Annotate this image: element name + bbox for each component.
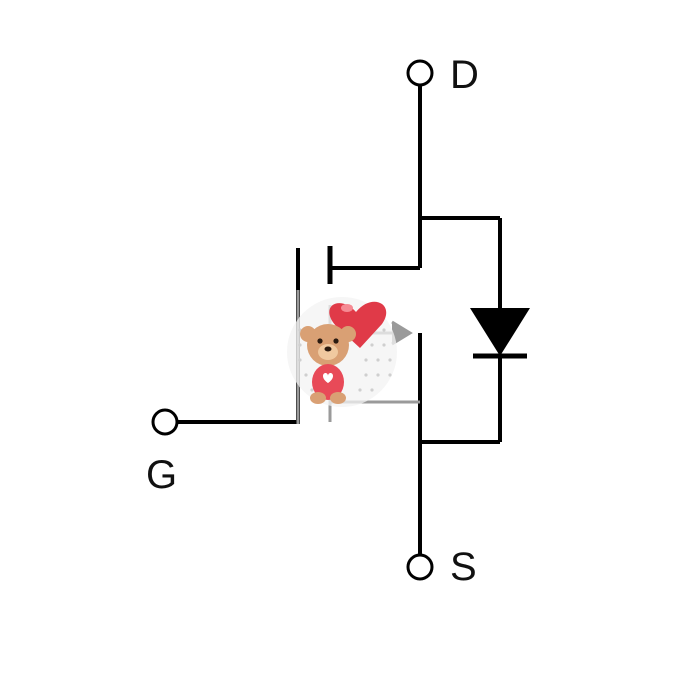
source-label: S: [450, 545, 477, 589]
gate-terminal-circle: [151, 408, 179, 436]
drain-label: D: [450, 53, 479, 97]
teddy-bear-with-heart-icon: [287, 297, 397, 407]
body-arrow-head: [391, 320, 413, 346]
body-diode-icon: [470, 308, 530, 359]
source-terminal-circle: [406, 553, 434, 581]
gate-label: G: [146, 453, 178, 497]
drain-terminal-circle: [406, 59, 434, 87]
